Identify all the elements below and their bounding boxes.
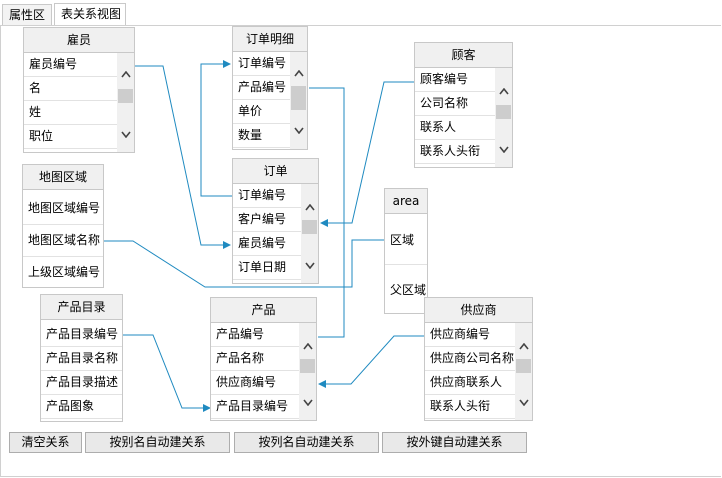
table-title[interactable]: 订单 (233, 159, 318, 184)
chevron-down-icon[interactable] (301, 258, 318, 275)
relation-customer-order[interactable] (320, 81, 414, 227)
field-row[interactable]: 职位 (24, 125, 117, 149)
table-order-detail[interactable]: 订单明细 订单编号 产品编号 单价 数量 (232, 26, 308, 150)
scrollbar[interactable] (301, 184, 318, 283)
table-map-region[interactable]: 地图区域 地图区域编号 地图区域名称 上级区域编号 (22, 164, 104, 288)
scrollbar[interactable] (515, 323, 532, 420)
table-product-catalog[interactable]: 产品目录 产品目录编号 产品目录名称 产品目录描述 产品图象 (40, 294, 123, 422)
table-title[interactable]: 雇员 (24, 28, 134, 53)
table-title[interactable]: 产品目录 (41, 295, 122, 320)
field-row[interactable]: 订单编号 (233, 184, 301, 208)
scrollbar[interactable] (117, 53, 134, 152)
scroll-thumb[interactable] (516, 359, 531, 373)
field-row[interactable]: 订单编号 (233, 52, 290, 76)
field-row[interactable]: 产品目录名称 (41, 347, 122, 371)
scroll-thumb[interactable] (496, 105, 511, 119)
field-row[interactable]: 区域 (385, 215, 427, 265)
auto-relate-by-column-button[interactable]: 按列名自动建关系 (234, 432, 379, 453)
field-row[interactable]: 产品编号 (233, 76, 290, 100)
table-title[interactable]: 供应商 (425, 298, 532, 323)
relation-mapregion-area[interactable] (104, 239, 384, 288)
table-area[interactable]: area 区域 父区域 (384, 188, 428, 314)
field-row[interactable]: 联系人头衔 (415, 140, 495, 164)
chevron-up-icon[interactable] (117, 67, 134, 84)
field-row[interactable]: 数量 (233, 124, 290, 148)
chevron-up-icon[interactable] (290, 66, 307, 83)
field-row[interactable]: 名 (24, 77, 117, 101)
scrollbar[interactable] (299, 323, 316, 420)
field-row[interactable]: 联系人头衔 (425, 395, 515, 419)
field-row[interactable]: 地图区域编号 (23, 193, 103, 225)
relation-order-orderdetail[interactable] (200, 60, 232, 197)
clear-relations-button[interactable]: 清空关系 (9, 432, 82, 453)
chevron-up-icon[interactable] (515, 339, 532, 356)
field-row[interactable]: 单价 (233, 100, 290, 124)
chevron-up-icon[interactable] (495, 84, 512, 101)
field-row[interactable]: 客户编号 (233, 208, 301, 232)
chevron-down-icon[interactable] (117, 127, 134, 144)
relation-supplier-product[interactable] (318, 335, 424, 388)
tab-properties[interactable]: 属性区 (2, 4, 52, 25)
table-product[interactable]: 产品 产品编号 产品名称 供应商编号 产品目录编号 (210, 297, 317, 421)
table-employee[interactable]: 雇员 雇员编号 名 姓 职位 (23, 27, 135, 153)
field-row[interactable]: 供应商编号 (211, 371, 299, 395)
chevron-down-icon[interactable] (299, 395, 316, 412)
field-row[interactable]: 父区域 (385, 265, 427, 313)
chevron-up-icon[interactable] (299, 339, 316, 356)
tab-bar: 属性区 表关系视图 (0, 0, 722, 26)
tab-relation-view[interactable]: 表关系视图 (54, 3, 126, 26)
field-row[interactable]: 订单日期 (233, 256, 301, 280)
auto-relate-by-alias-button[interactable]: 按别名自动建关系 (85, 432, 230, 453)
scrollbar[interactable] (290, 52, 307, 149)
field-row[interactable]: 联系人 (415, 116, 495, 140)
scrollbar[interactable] (495, 68, 512, 167)
field-row[interactable]: 供应商公司名称 (425, 347, 515, 371)
field-row[interactable]: 雇员编号 (233, 232, 301, 256)
table-title[interactable]: 地图区域 (23, 165, 103, 190)
scroll-thumb[interactable] (300, 359, 315, 373)
relation-catalog-product[interactable] (123, 334, 211, 412)
field-row[interactable]: 公司名称 (415, 92, 495, 116)
table-title[interactable]: 产品 (211, 298, 316, 323)
table-title[interactable]: 订单明细 (233, 27, 307, 52)
chevron-down-icon[interactable] (515, 395, 532, 412)
field-row[interactable]: 产品编号 (211, 323, 299, 347)
field-row[interactable]: 产品目录编号 (41, 323, 122, 347)
chevron-up-icon[interactable] (301, 200, 318, 217)
field-row[interactable]: 雇员编号 (24, 53, 117, 77)
table-order[interactable]: 订单 订单编号 客户编号 雇员编号 订单日期 (232, 158, 319, 284)
field-row[interactable]: 地图区域名称 (23, 225, 103, 257)
scroll-thumb[interactable] (291, 86, 306, 110)
field-row[interactable]: 产品目录描述 (41, 371, 122, 395)
chevron-down-icon[interactable] (495, 142, 512, 159)
field-row[interactable]: 产品图象 (41, 395, 122, 419)
table-title[interactable]: 顾客 (415, 43, 512, 68)
field-row[interactable]: 产品目录编号 (211, 395, 299, 419)
field-row[interactable]: 供应商编号 (425, 323, 515, 347)
field-row[interactable]: 顾客编号 (415, 68, 495, 92)
field-row[interactable]: 姓 (24, 101, 117, 125)
scroll-thumb[interactable] (118, 89, 133, 103)
field-row[interactable]: 产品名称 (211, 347, 299, 371)
chevron-down-icon[interactable] (290, 123, 307, 140)
relation-employee-order[interactable] (135, 65, 231, 249)
auto-relate-by-fk-button[interactable]: 按外键自动建关系 (382, 432, 527, 453)
field-row[interactable]: 供应商联系人 (425, 371, 515, 395)
table-title[interactable]: area (385, 189, 427, 214)
scroll-thumb[interactable] (302, 220, 317, 234)
table-supplier[interactable]: 供应商 供应商编号 供应商公司名称 供应商联系人 联系人头衔 (424, 297, 533, 421)
field-row[interactable]: 上级区域编号 (23, 257, 103, 287)
table-customer[interactable]: 顾客 顾客编号 公司名称 联系人 联系人头衔 (414, 42, 513, 168)
relation-orderdetail-product[interactable] (309, 87, 345, 338)
